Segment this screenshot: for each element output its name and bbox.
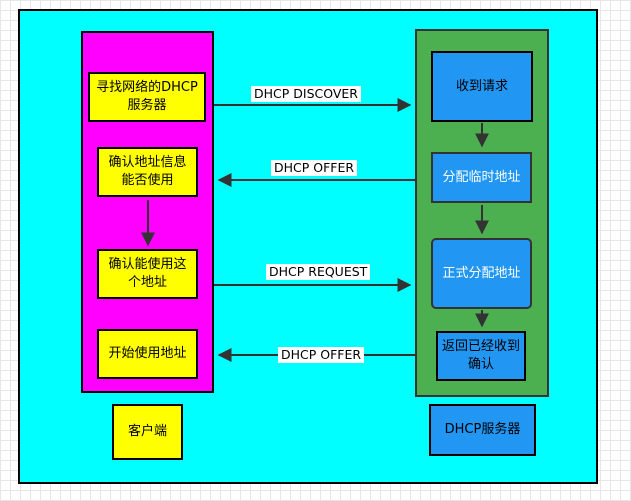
message-label-offer-2: DHCP OFFER — [278, 347, 365, 363]
server-node-return-ack: 返回已经收到确认 — [436, 331, 526, 381]
server-node-receive-request: 收到请求 — [431, 51, 533, 122]
message-label-offer-1: DHCP OFFER — [271, 160, 358, 176]
client-node-confirm-address: 确认能使用这个地址 — [97, 249, 198, 299]
client-lane-label: 客户端 — [112, 404, 183, 460]
server-lane-label: DHCP服务器 — [429, 404, 536, 456]
message-label-discover: DHCP DISCOVER — [251, 86, 361, 102]
client-node-check-address: 确认地址信息能否使用 — [97, 147, 198, 197]
message-label-request: DHCP REQUEST — [266, 264, 371, 280]
server-node-temp-address: 分配临时地址 — [431, 152, 532, 203]
client-node-find-server: 寻找网络的DHCP服务器 — [88, 72, 206, 122]
server-node-formal-address: 正式分配地址 — [431, 238, 532, 309]
client-node-start-use: 开始使用地址 — [97, 329, 198, 379]
